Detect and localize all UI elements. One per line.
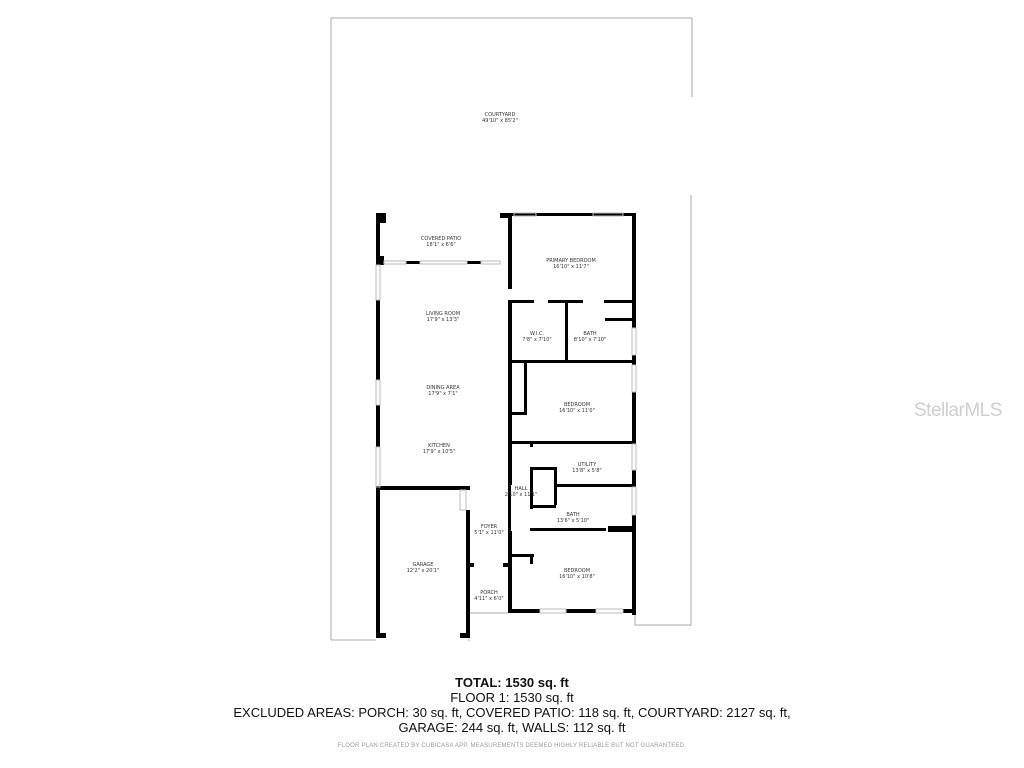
walls [376,213,636,638]
floor-area: FLOOR 1: 1530 sq. ft [450,690,574,705]
room-dims-garage: 12'2" x 20'1" [407,568,440,574]
room-name-primary-bedroom: PRIMARY BEDROOM [546,258,596,264]
room-name-foyer: FOYER [481,524,498,530]
room-name-primary-bath: BATH [583,331,597,337]
room-name-dining-area: DINING AREA [426,385,460,391]
room-name-bath: BATH [566,512,580,518]
credit-note: FLOOR PLAN CREATED BY CUBICASA APP. MEAS… [337,743,687,749]
courtyard-outline-right [634,195,692,626]
room-dims-dining-area: 17'9" x 7'1" [428,391,457,397]
room-dims-courtyard: 49'10" x 85'2" [482,118,518,124]
room-name-porch: PORCH [480,590,498,596]
room-labels: COURTYARD 49'10" x 85'2" COVERED PATIO 1… [407,112,607,602]
courtyard-outline [330,17,693,640]
room-dims-kitchen: 17'9" x 10'5" [423,449,456,455]
room-dims-primary-bath: 8'10" x 7'10" [574,337,607,343]
room-dims-porch: 4'11" x 6'0" [474,596,503,602]
room-dims-covered-patio: 18'1" x 6'6" [426,242,455,248]
room-dims-bedroom: 16'10" x 11'0" [559,408,595,414]
windows [375,212,637,614]
room-name-bedroom: BEDROOM [564,402,590,408]
room-dims-utility: 13'8" x 5'8" [572,468,601,474]
room-name-covered-patio: COVERED PATIO [421,236,461,242]
room-name-courtyard: COURTYARD [485,112,516,118]
room-dims-hall: 2'10" x 11'1" [505,492,538,498]
room-name-living-room: LIVING ROOM [426,311,460,317]
room-name-kitchen: KITCHEN [428,443,450,449]
room-dims-bath: 13'6" x 5'10" [557,518,590,524]
room-dims-living-room: 17'9" x 13'3" [427,317,460,323]
room-dims-bedroom-2: 16'10" x 10'8" [559,574,595,580]
room-name-bedroom-2: BEDROOM [564,568,590,574]
room-dims-wic: 7'8" x 7'10" [522,337,551,343]
room-dims-foyer: 5'1" x 11'0" [474,530,503,536]
excluded-areas-line-2: GARAGE: 244 sq. ft, WALLS: 112 sq. ft [398,720,626,735]
room-name-garage: GARAGE [413,562,434,568]
total-area: TOTAL: 1530 sq. ft [455,675,569,690]
watermark-logo: StellarMLS [914,400,1002,421]
room-name-utility: UTILITY [578,462,598,468]
room-name-wic: W.I.C. [530,331,545,337]
room-dims-primary-bedroom: 16'10" x 11'7" [553,264,589,270]
excluded-areas-line-1: EXCLUDED AREAS: PORCH: 30 sq. ft, COVERE… [233,705,791,720]
room-name-hall: HALL [515,486,528,492]
